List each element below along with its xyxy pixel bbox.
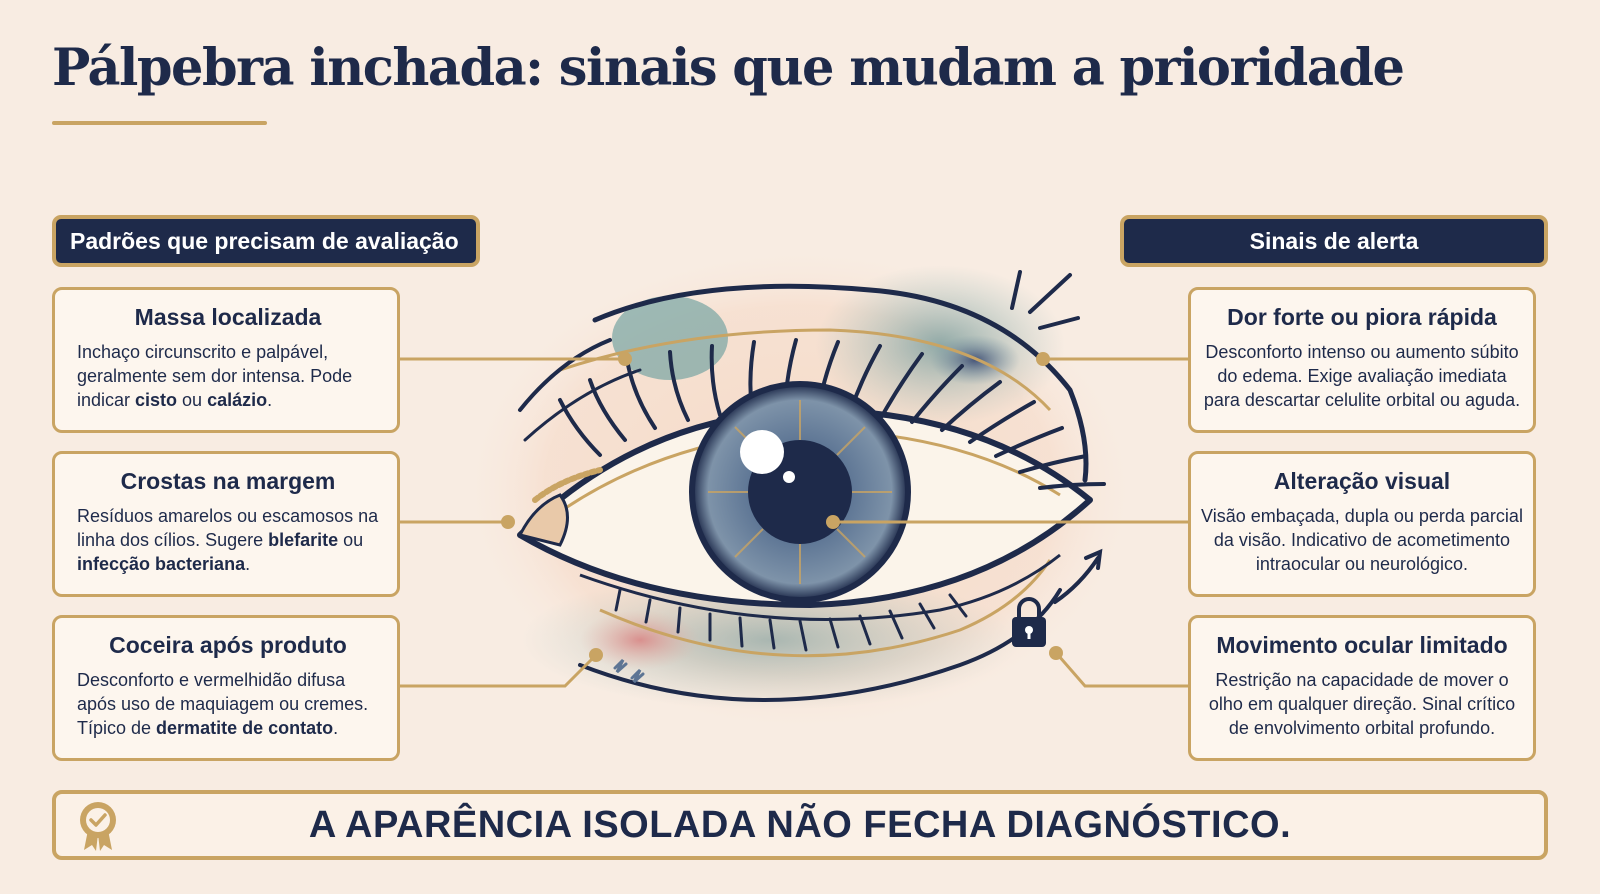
- card-text: Desconforto e vermelhidão difusa após us…: [77, 670, 369, 738]
- card-margin-crusts: Crostas na margem Resíduos amarelos ou e…: [52, 451, 400, 597]
- connectors: [400, 357, 1188, 688]
- card-text: Desconforto intenso ou aumento súbito do…: [1203, 342, 1521, 410]
- redness-patch: [580, 610, 700, 670]
- connector-dot-movement: [1049, 646, 1063, 660]
- card-limited-eye-movement: Movimento ocular limitado Restrição na c…: [1188, 615, 1536, 761]
- card-title: Coceira após produto: [109, 632, 347, 658]
- lock-icon: [1012, 597, 1046, 647]
- connector-dot-pain: [1036, 352, 1050, 366]
- card-title: Alteração visual: [1273, 468, 1451, 494]
- footer-banner: A APARÊNCIA ISOLADA NÃO FECHA DIAGNÓSTIC…: [52, 790, 1548, 860]
- lower-lid-swelling: [520, 570, 1020, 710]
- card-title: Crostas na margem: [120, 468, 336, 494]
- page-title: Pálpebra inchada: sinais que mudam a pri…: [52, 38, 1405, 98]
- card-title: Dor forte ou piora rápida: [1227, 304, 1497, 330]
- card-severe-pain: Dor forte ou piora rápida Desconforto in…: [1188, 287, 1536, 433]
- lower-lashes: [614, 588, 968, 652]
- upper-lid-crease-inner: [559, 328, 1052, 412]
- eye-highlight-small: [783, 471, 795, 483]
- inner-corner: [517, 493, 569, 547]
- connector-dot-mass: [618, 352, 632, 366]
- card-localized-mass: Massa localizada Inchaço circunscrito e …: [52, 287, 400, 433]
- card-text: Resíduos amarelos ou escamosos na linha …: [77, 506, 379, 574]
- zigzag-itch-icon: [613, 658, 645, 684]
- pain-rays-icon: [1010, 270, 1080, 330]
- card-text: Visão embaçada, dupla ou perda parcial d…: [1201, 506, 1523, 574]
- eye-highlight-large: [740, 430, 784, 474]
- header-evaluation-patterns: Padrões que precisam de avaliação: [52, 215, 480, 267]
- card-itch-after-product: Coceira após produto Desconforto e verme…: [52, 615, 400, 761]
- arrow-up-right-icon: [1053, 548, 1103, 604]
- connector-dot-visual: [826, 515, 840, 529]
- card-visual-change: Alteração visual Visão embaçada, dupla o…: [1188, 451, 1536, 597]
- card-text: Inchaço circunscrito e palpável, geralme…: [77, 342, 353, 410]
- card-title: Massa localizada: [134, 304, 322, 330]
- connector-dot-crust: [501, 515, 515, 529]
- header-alert-signs: Sinais de alerta: [1120, 215, 1548, 267]
- footer-text: A APARÊNCIA ISOLADA NÃO FECHA DIAGNÓSTIC…: [308, 804, 1292, 846]
- title-underline: [52, 121, 267, 125]
- card-text: Restrição na capacidade de mover o olho …: [1208, 670, 1516, 738]
- upper-left-swelling: [612, 296, 728, 380]
- upper-lid-crease: [592, 283, 1089, 483]
- card-title: Movimento ocular limitado: [1216, 632, 1508, 658]
- lower-lash-line: [579, 553, 1061, 621]
- crust-margin: [532, 467, 603, 503]
- badge-check-icon: [80, 802, 116, 851]
- connector-dot-itch: [589, 648, 603, 662]
